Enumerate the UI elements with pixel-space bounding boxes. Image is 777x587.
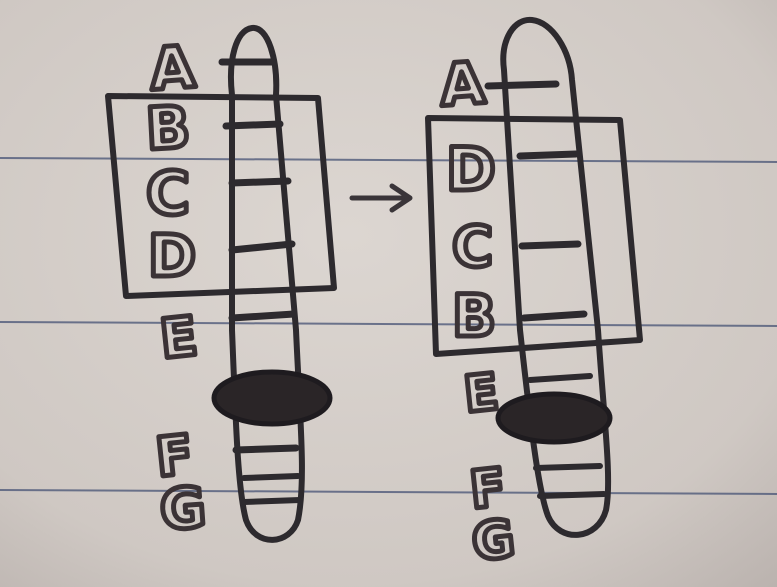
right-label-6: G: [469, 509, 518, 573]
right-label-2: C: [452, 215, 493, 280]
left-labels: A B C D E F G: [142, 30, 211, 546]
right-band-b: [520, 310, 588, 322]
original-chromosome: [211, 25, 333, 543]
right-inversion-box: [425, 115, 643, 357]
right-band-g: [537, 491, 607, 499]
right-label-0: A: [438, 49, 488, 120]
right-arrow-icon: [349, 183, 413, 213]
left-label-3: D: [148, 222, 196, 290]
right-label-1: D: [446, 135, 496, 205]
left-inversion-box: [105, 93, 337, 299]
left-band-f2: [241, 473, 301, 481]
ruled-line: [0, 489, 777, 495]
left-centromere: [211, 369, 333, 427]
ruled-line: [0, 157, 777, 163]
right-label-3: B: [452, 282, 496, 350]
ruled-line: [0, 321, 777, 327]
right-band-d: [516, 150, 580, 160]
left-band-d: [228, 240, 296, 254]
left-label-0: A: [148, 33, 198, 104]
left-label-4: E: [157, 304, 200, 371]
right-chromosome-outline: [500, 16, 612, 538]
left-band-b: [222, 120, 284, 130]
left-band-c: [228, 177, 292, 187]
left-chromosome-outline: [228, 25, 305, 543]
right-label-4: E: [461, 363, 501, 424]
left-band-e: [228, 310, 298, 322]
right-band-f: [533, 463, 603, 471]
right-band-a: [484, 80, 560, 90]
left-label-1: B: [144, 93, 192, 163]
left-label-2: C: [146, 159, 190, 229]
right-band-e: [527, 373, 593, 383]
right-centromere: [495, 391, 613, 445]
inverted-chromosome: [484, 16, 613, 538]
right-band-c: [518, 240, 582, 250]
left-label-6: G: [158, 476, 208, 544]
left-band-g: [241, 497, 303, 505]
left-band-f: [232, 444, 300, 454]
ruled-lines: [0, 157, 777, 495]
